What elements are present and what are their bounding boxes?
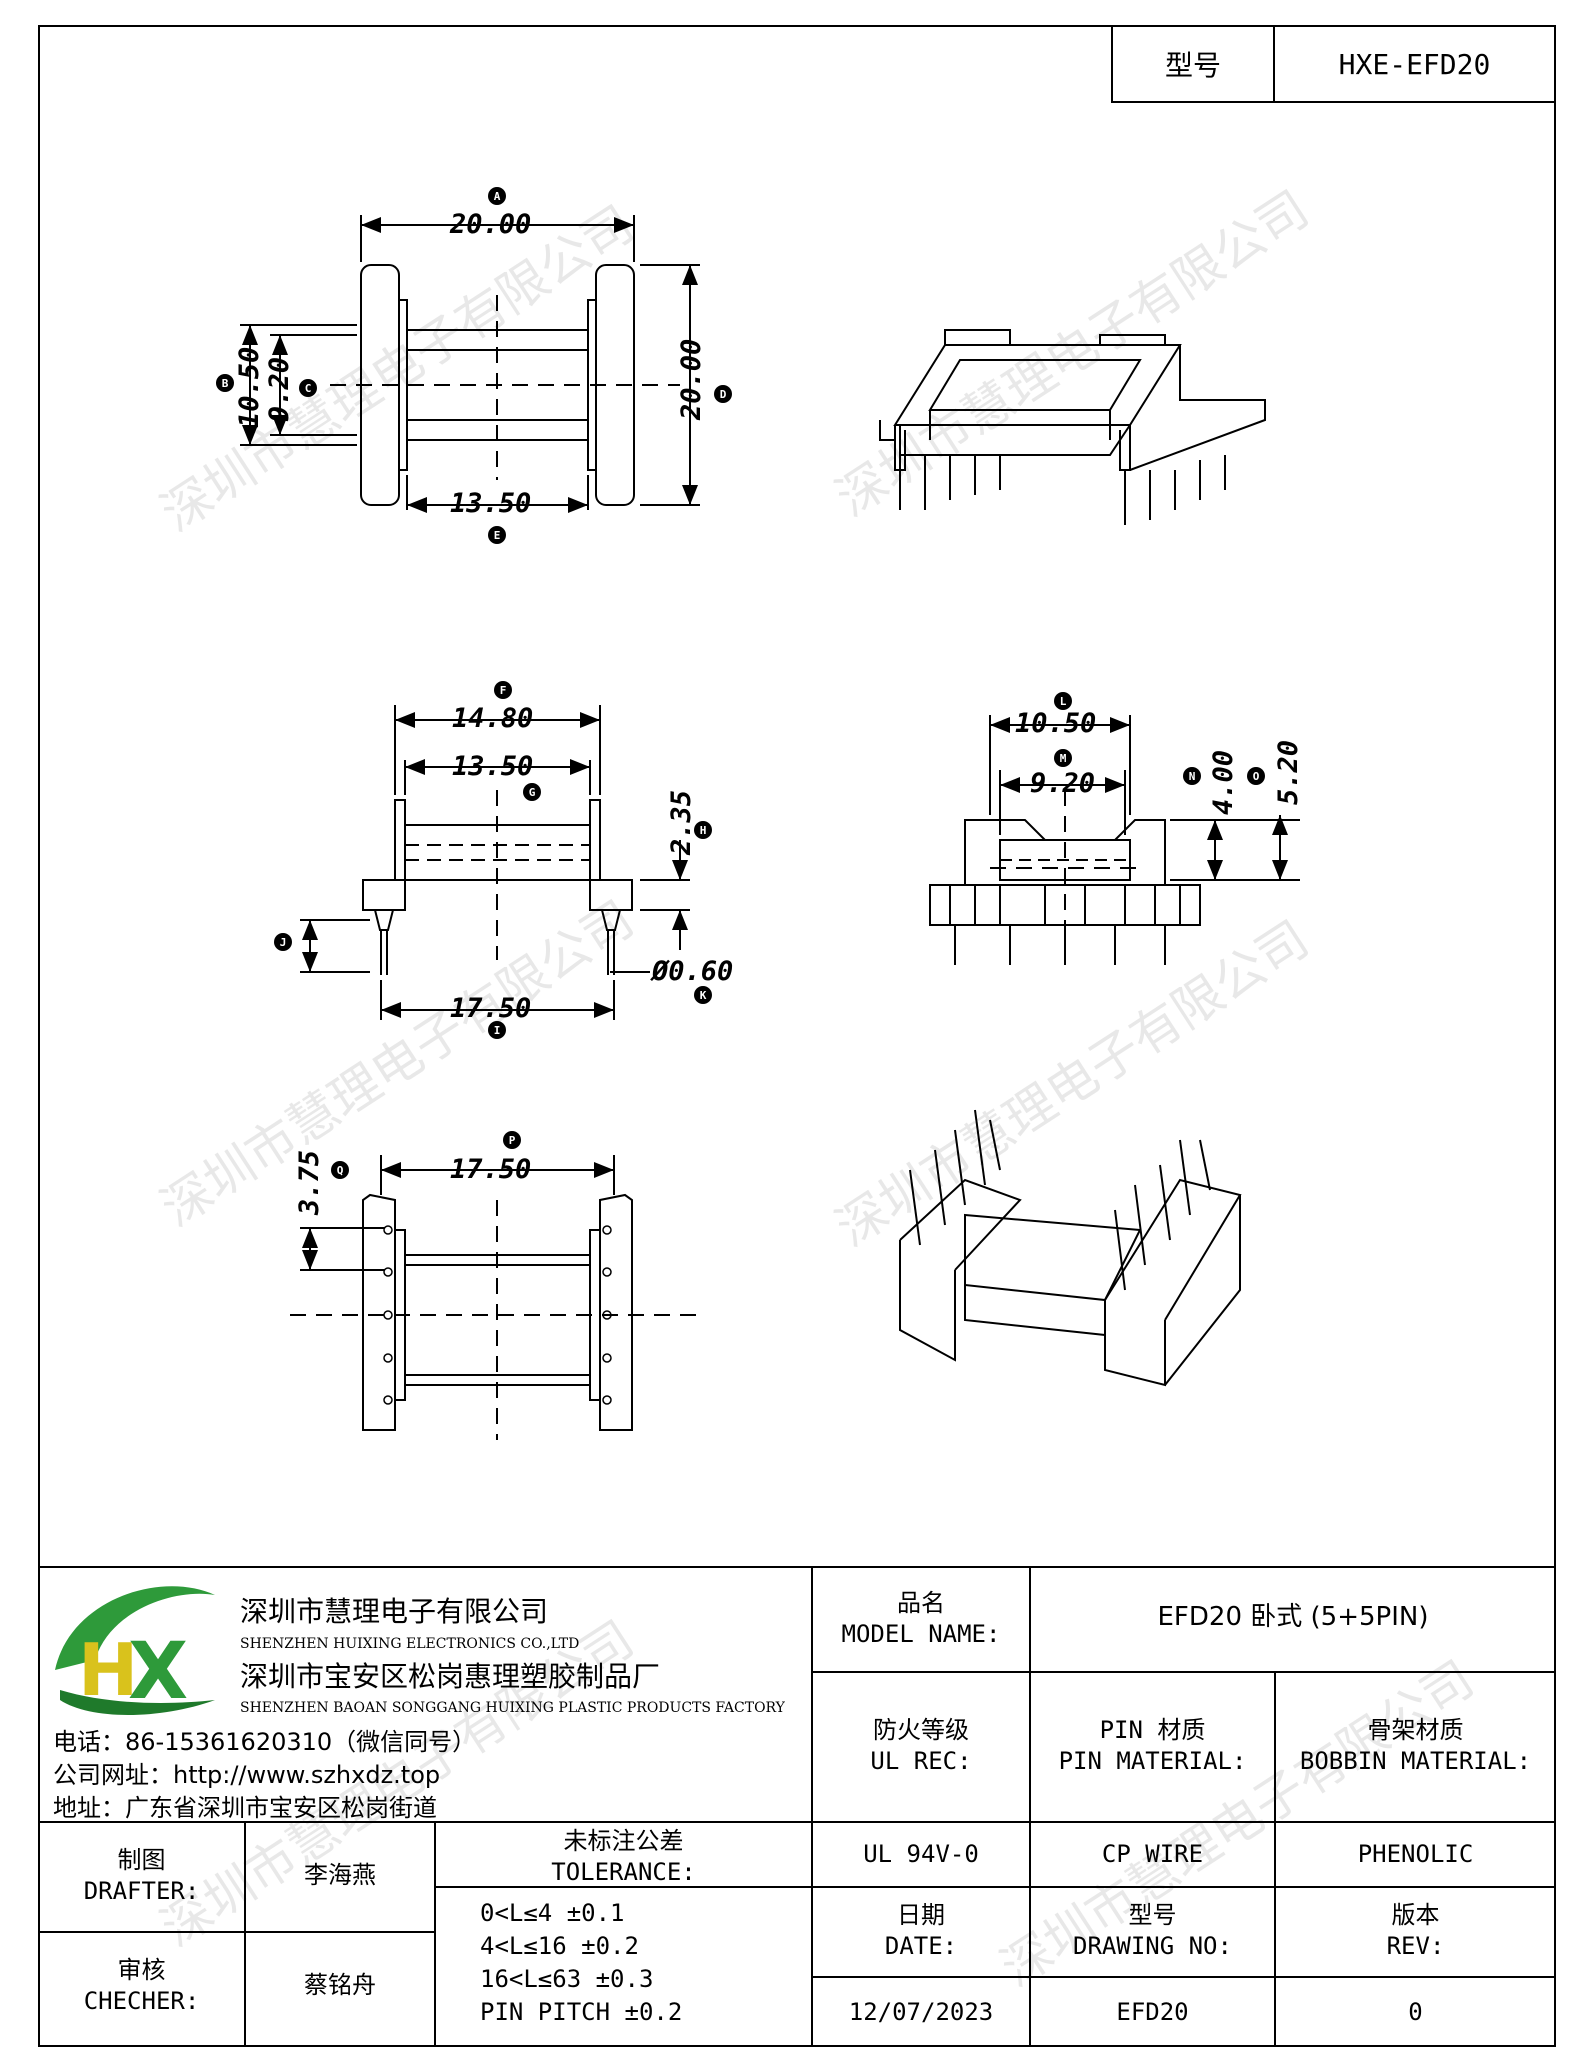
front-view xyxy=(300,705,690,1020)
marker-q: Q xyxy=(331,1161,349,1179)
marker-h: H xyxy=(694,821,712,839)
bottom-view xyxy=(290,1155,700,1440)
model-name-value: EFD20 卧式 (5+5PIN) xyxy=(1157,1602,1429,1632)
company-website: 公司网址：http://www.szhxdz.top xyxy=(53,1761,441,1789)
marker-o: O xyxy=(1247,767,1265,785)
dim-bottom-pitch: 3.75 xyxy=(294,1150,325,1216)
dimension-labels: 20.00 20.00 10.50 9.20 13.50 14.80 13.50… xyxy=(234,209,1304,1216)
svg-text:F: F xyxy=(500,684,507,697)
dim-side-outer: 10.50 xyxy=(1015,708,1096,739)
company-name-en: SHENZHEN HUIXING ELECTRONICS CO.,LTD xyxy=(240,1636,580,1652)
dim-front-winding: 13.50 xyxy=(452,751,533,782)
dim-bottom-span: 17.50 xyxy=(450,1154,531,1185)
marker-a: A xyxy=(488,187,506,205)
dim-side-h1: 4.00 xyxy=(1208,750,1239,815)
balloon-markers: A B C D E F G H I J K L M N O P Q xyxy=(216,187,1265,1179)
bobbin-material-value: PHENOLIC xyxy=(1357,1840,1474,1868)
svg-text:A: A xyxy=(494,190,501,203)
svg-text:D: D xyxy=(720,388,727,401)
svg-text:I: I xyxy=(494,1024,501,1037)
svg-text:L: L xyxy=(1060,695,1067,708)
svg-text:P: P xyxy=(509,1134,516,1147)
dim-top-winding: 13.50 xyxy=(450,488,531,519)
svg-text:H: H xyxy=(700,824,707,837)
fire-rating-value: UL 94V-0 xyxy=(863,1840,979,1868)
dim-side-h2: 5.20 xyxy=(1273,740,1304,805)
svg-text:Q: Q xyxy=(337,1164,344,1177)
logo-letter-h: H xyxy=(78,1628,138,1712)
drawing-frame xyxy=(38,25,1556,2047)
company-logo: H X xyxy=(55,1586,215,1717)
isometric-view-top xyxy=(879,329,1266,525)
model-label: 型号 xyxy=(1113,27,1275,101)
title-block-grid xyxy=(38,1566,1556,2047)
svg-text:O: O xyxy=(1253,770,1260,783)
svg-text:M: M xyxy=(1060,752,1067,765)
marker-l: L xyxy=(1054,692,1072,710)
dim-front-flange: 2.35 xyxy=(666,790,697,856)
marker-m: M xyxy=(1054,749,1072,767)
svg-text:E: E xyxy=(494,529,501,542)
factory-name-en: SHENZHEN BAOAN SONGGANG HUIXING PLASTIC … xyxy=(240,1700,785,1716)
dim-front-overall: 14.80 xyxy=(452,703,533,734)
marker-j: J xyxy=(274,933,292,951)
date-value: 12/07/2023 xyxy=(848,1998,994,2026)
isometric-view-bottom xyxy=(899,1109,1242,1387)
logo-letter-x: X xyxy=(128,1627,188,1717)
dim-front-pin-span: 17.50 xyxy=(450,993,531,1024)
dim-top-height: 20.00 xyxy=(676,339,707,421)
svg-text:C: C xyxy=(305,382,312,395)
dim-front-pin-dia: Ø0.60 xyxy=(650,956,733,987)
drawing-no-value: EFD20 xyxy=(1116,1998,1189,2026)
pin-material-value: CP WIRE xyxy=(1101,1840,1204,1868)
marker-c: C xyxy=(299,379,317,397)
rev-value: 0 xyxy=(1408,1998,1423,2026)
tolerance-list: 0<L≤4 ±0.1 4<L≤16 ±0.2 16<L≤63 ±0.3 PIN … xyxy=(480,1899,683,2026)
marker-f: F xyxy=(494,681,512,699)
factory-name-cn: 深圳市宝安区松岗惠理塑胶制品厂 xyxy=(240,1660,661,1693)
svg-text:B: B xyxy=(222,377,229,390)
marker-e: E xyxy=(488,526,506,544)
marker-k: K xyxy=(694,986,712,1004)
dim-side-inner: 9.20 xyxy=(1030,768,1095,799)
marker-b: B xyxy=(216,374,234,392)
drafter-value: 李海燕 xyxy=(304,1861,376,1889)
company-name-cn: 深圳市慧理电子有限公司 xyxy=(240,1595,549,1628)
dim-top-flange-inner: 9.20 xyxy=(264,357,295,422)
svg-text:N: N xyxy=(1189,770,1196,783)
top-view xyxy=(240,215,700,513)
marker-n: N xyxy=(1183,767,1201,785)
company-phone: 电话：86-15361620310（微信同号） xyxy=(53,1728,477,1756)
model-header-box: 型号 HXE-EFD20 xyxy=(1111,25,1556,103)
dim-top-width: 20.00 xyxy=(449,209,531,240)
svg-text:J: J xyxy=(280,936,287,949)
marker-g: G xyxy=(523,783,541,801)
checker-value: 蔡铭舟 xyxy=(304,1971,376,1999)
side-view xyxy=(929,715,1300,965)
svg-text:K: K xyxy=(700,989,707,1002)
marker-i: I xyxy=(488,1021,506,1039)
dim-top-flange-outer: 10.50 xyxy=(234,347,265,428)
svg-text:G: G xyxy=(529,786,536,799)
company-address: 地址：广东省深圳市宝安区松岗街道 xyxy=(53,1794,437,1822)
model-value: HXE-EFD20 xyxy=(1338,47,1491,81)
marker-p: P xyxy=(503,1131,521,1149)
marker-d: D xyxy=(714,385,732,403)
